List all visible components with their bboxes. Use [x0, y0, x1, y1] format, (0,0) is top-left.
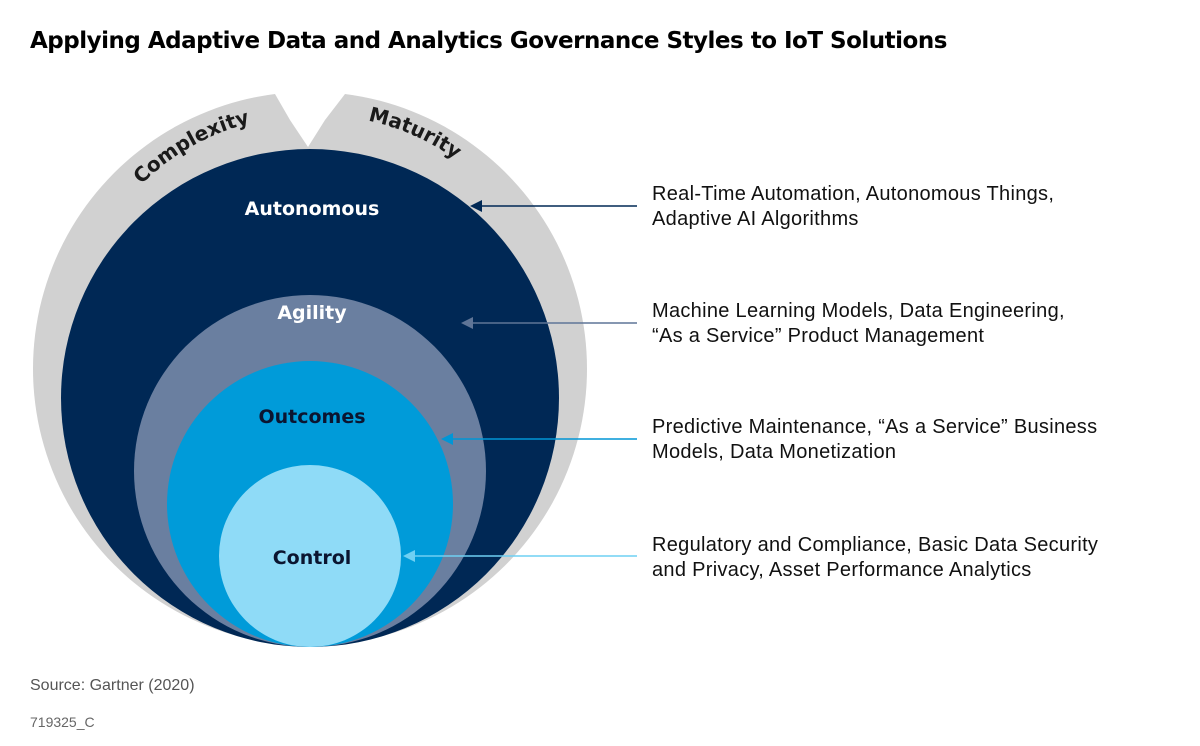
- description-outcomes: Predictive Maintenance, “As a Service” B…: [652, 416, 1098, 463]
- description-agility: Machine Learning Models, Data Engineerin…: [652, 300, 1065, 347]
- level-label-outcomes: Outcomes: [258, 406, 365, 428]
- connector-agility: [461, 317, 637, 329]
- arrowhead-icon: [403, 550, 415, 562]
- connector-control: [403, 550, 637, 562]
- page-title: Applying Adaptive Data and Analytics Gov…: [30, 28, 947, 54]
- level-label-agility: Agility: [277, 302, 347, 324]
- level-label-control: Control: [273, 547, 352, 569]
- arrowhead-icon: [461, 317, 473, 329]
- connector-autonomous: [470, 200, 637, 212]
- connector-outcomes: [441, 433, 637, 445]
- description-autonomous: Real-Time Automation, Autonomous Things,…: [652, 183, 1055, 230]
- description-control: Regulatory and Compliance, Basic Data Se…: [652, 534, 1099, 581]
- figure-id: 719325_C: [30, 714, 95, 730]
- arrowhead-icon: [441, 433, 453, 445]
- level-label-autonomous: Autonomous: [245, 198, 380, 220]
- source-note: Source: Gartner (2020): [30, 677, 195, 694]
- arrowhead-icon: [470, 200, 482, 212]
- circle-control: [219, 465, 401, 647]
